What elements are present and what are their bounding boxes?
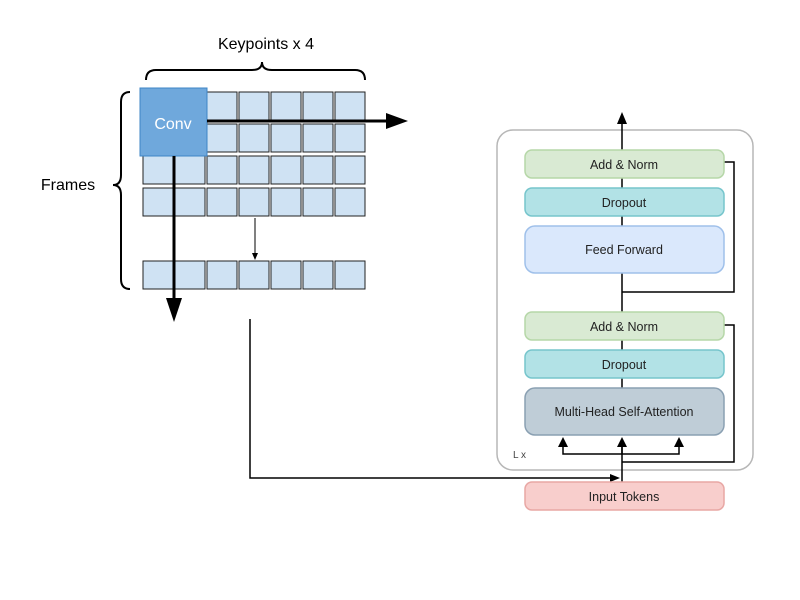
features-to-input-arrowhead: [610, 474, 620, 482]
grid-cell: [142, 187, 174, 217]
grid-cell: [270, 187, 302, 217]
grid-cell: [270, 123, 302, 153]
grid-cell: [142, 260, 174, 290]
grid-cell: [238, 91, 270, 121]
grid-cell: [302, 260, 334, 290]
query-arrowhead: [558, 437, 568, 447]
dropout-label-bottom: Dropout: [602, 358, 647, 372]
grid-cell: [174, 155, 206, 185]
dropout-block-top: Dropout: [524, 187, 725, 217]
residual-connection-top: [622, 161, 735, 293]
grid-cell: [302, 91, 334, 121]
grid-cell: [206, 123, 238, 153]
grid-cell: [206, 260, 238, 290]
frames-brace: [112, 91, 131, 290]
multi-head-attention-label: Multi-Head Self-Attention: [555, 405, 694, 419]
input-tokens-block: Input Tokens: [524, 481, 725, 511]
grid-cell: [206, 91, 238, 121]
grid-cell: [270, 155, 302, 185]
add-norm-label-top: Add & Norm: [590, 158, 658, 172]
grid-cell: [302, 155, 334, 185]
grid-cell: [238, 123, 270, 153]
keypoint-grid: [142, 91, 366, 290]
features-to-input-connector: [249, 319, 612, 479]
grid-cell: [206, 187, 238, 217]
conv-kernel: [139, 87, 208, 157]
frames-continuation-arrowhead: [252, 253, 258, 260]
dropout-label-top: Dropout: [602, 196, 647, 210]
add-norm-label-bottom: Add & Norm: [590, 320, 658, 334]
frames-label: Frames: [41, 177, 95, 194]
conv-vertical-arrowhead: [166, 298, 182, 322]
output-arrowhead: [617, 112, 627, 124]
keypoints-brace: [145, 61, 366, 81]
multi-head-attention-block: Multi-Head Self-Attention: [524, 387, 725, 436]
qkv-split: [562, 447, 680, 455]
grid-cell: [174, 260, 206, 290]
add-norm-block-bottom: Add & Norm: [524, 311, 725, 341]
grid-cell: [334, 155, 366, 185]
grid-cell: [334, 91, 366, 121]
keypoints-label: Keypoints x 4: [218, 36, 314, 53]
grid-cell: [238, 260, 270, 290]
grid-cell: [142, 155, 174, 185]
value-arrowhead: [674, 437, 684, 447]
grid-cell: [302, 187, 334, 217]
grid-cell: [334, 123, 366, 153]
grid-cell: [206, 155, 238, 185]
residual-connection-bottom: [622, 324, 735, 463]
grid-cell: [270, 260, 302, 290]
input-tokens-label: Input Tokens: [589, 490, 660, 504]
grid-cell: [174, 187, 206, 217]
grid-cell: [270, 91, 302, 121]
feed-forward-label: Feed Forward: [585, 243, 663, 257]
feed-forward-block: Feed Forward: [524, 225, 725, 274]
grid-cell: [238, 187, 270, 217]
conv-label: Conv: [154, 116, 191, 133]
repeat-label: L x: [513, 450, 526, 461]
grid-cell: [238, 155, 270, 185]
grid-cell: [302, 123, 334, 153]
add-norm-block-top: Add & Norm: [524, 149, 725, 179]
dropout-block-bottom: Dropout: [524, 349, 725, 379]
key-arrowhead: [617, 437, 627, 447]
grid-cell: [334, 187, 366, 217]
conv-horizontal-arrowhead: [386, 113, 408, 129]
grid-cell: [334, 260, 366, 290]
